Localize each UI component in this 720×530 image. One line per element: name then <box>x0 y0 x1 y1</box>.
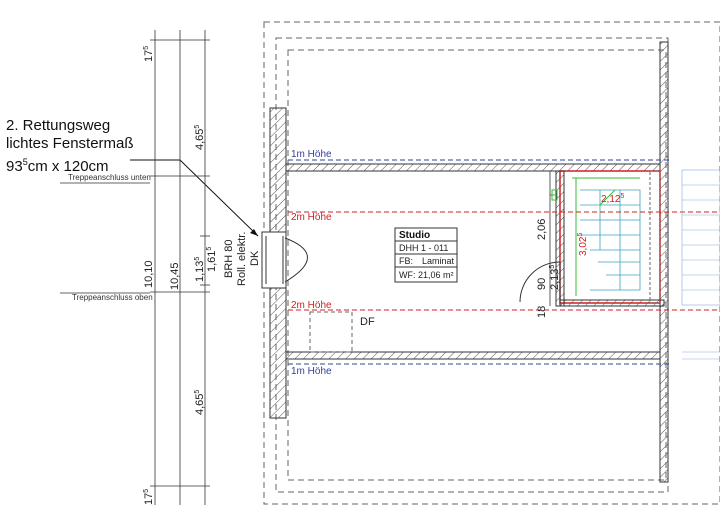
dim-113: 1,135 <box>194 257 206 282</box>
svg-text:10,45: 10,45 <box>169 262 181 290</box>
window-dk: DK <box>249 250 261 266</box>
svg-text:175: 175 <box>143 489 155 505</box>
skylight <box>309 311 353 353</box>
dim-213: 2,135 <box>549 265 561 290</box>
room-id: DHH 1 - 011 <box>399 243 448 253</box>
room-wf: WF: 21,06 m² <box>399 270 454 280</box>
dim-302: 3,025 <box>577 233 589 256</box>
window-roll: Roll. elektr. <box>236 232 248 286</box>
note-line-1: 2. Rettungsweg <box>6 117 111 134</box>
stair-opening <box>555 170 665 307</box>
treppe-oben-label: Treppeanschluss oben <box>72 293 153 302</box>
left-wall <box>261 107 287 419</box>
room-stamp: Studio DHH 1 - 011 FB: Laminat WF: 21,06… <box>394 227 458 283</box>
svg-text:2,06: 2,06 <box>536 219 548 240</box>
red-line-top-label: 2m Höhe <box>291 212 332 223</box>
blue-line-top-label: 1m Höhe <box>291 149 332 160</box>
svg-text:90: 90 <box>536 278 548 290</box>
svg-text:BRH 80: BRH 80 <box>223 239 235 278</box>
note-line-3: 935cm x 120cm <box>6 157 109 175</box>
svg-text:2,135: 2,135 <box>549 265 561 290</box>
window-brh: BRH 80 <box>223 239 235 278</box>
svg-text:4,655: 4,655 <box>194 125 206 150</box>
roof-outline <box>263 21 720 505</box>
stair-markers <box>550 177 640 296</box>
svg-text:1,615: 1,615 <box>206 247 218 272</box>
knee-walls <box>285 163 661 360</box>
dim-161: 1,615 <box>206 247 218 272</box>
svg-text:10,10: 10,10 <box>143 260 155 288</box>
svg-text:1,135: 1,135 <box>194 257 206 282</box>
annotation-leader <box>130 159 259 237</box>
svg-text:Roll. elektr.: Roll. elektr. <box>236 232 248 286</box>
dim-465-top: 4,655 <box>194 125 206 150</box>
right-stair-outline <box>681 169 720 360</box>
dimension-lines <box>60 30 210 505</box>
rettungsweg-note: 2. Rettungsweg lichtes Fenstermaß 935cm … <box>6 117 134 176</box>
note-line-2: lichtes Fenstermaß <box>6 135 134 152</box>
skylight-label: DF <box>360 316 375 328</box>
svg-text:3,025: 3,025 <box>577 233 589 256</box>
dim-17-bottom: 175 <box>143 489 155 505</box>
dim-17-top: 175 <box>143 46 155 62</box>
svg-text:18: 18 <box>536 306 548 318</box>
dim-18: 18 <box>536 306 548 318</box>
window-swing <box>284 237 308 283</box>
treppe-unten-label: Treppeanschluss unten <box>68 173 151 182</box>
dim-1045: 10,45 <box>169 262 181 290</box>
leader-arrowhead <box>250 229 258 236</box>
right-wall <box>659 41 669 483</box>
dim-212: 2,125 <box>601 193 624 205</box>
red-line-bottom-label: 2m Höhe <box>291 300 332 311</box>
svg-text:175: 175 <box>143 46 155 62</box>
stair-treads <box>580 189 641 291</box>
svg-text:DK: DK <box>249 250 261 266</box>
room-name: Studio <box>399 230 430 241</box>
dim-206: 2,06 <box>536 219 548 240</box>
dim-90: 90 <box>536 278 548 290</box>
blue-line-bottom-label: 1m Höhe <box>291 366 332 377</box>
svg-text:4,655: 4,655 <box>194 390 206 415</box>
room-fb-value: Laminat <box>422 256 455 266</box>
stair-door <box>519 261 561 303</box>
dim-1010: 10,10 <box>143 260 155 288</box>
dim-465-bottom: 4,655 <box>194 390 206 415</box>
room-fb-label: FB: <box>399 256 413 266</box>
